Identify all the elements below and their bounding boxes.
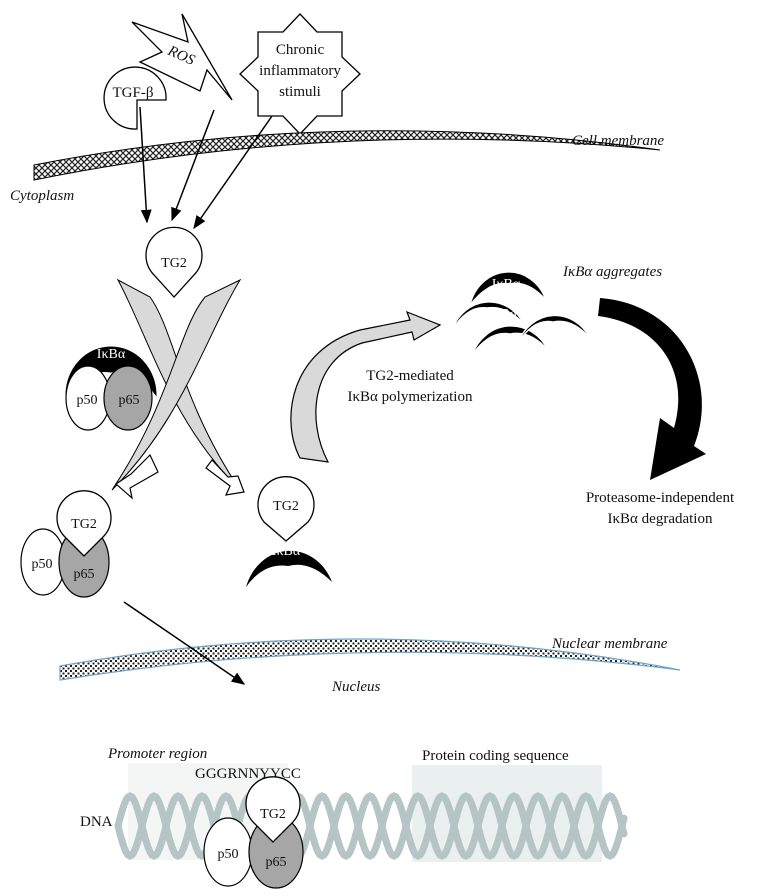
ikba-aggregates-cluster: IκBα IκBα IκBα	[451, 271, 591, 356]
nuclear-membrane-label: Nuclear membrane	[551, 636, 668, 652]
ikba-aggregate-label-3: IκBα	[489, 307, 518, 322]
dna-double-helix	[114, 792, 628, 860]
polymerization-arrow	[290, 310, 442, 463]
degradation-label-line2: IκBα degradation	[608, 511, 713, 527]
p65-subunit	[103, 365, 153, 431]
tgf-beta-label: TGF-β	[113, 85, 154, 101]
dna-label: DNA	[80, 814, 113, 830]
chronic-label-line3: stimuli	[279, 84, 321, 100]
chronic-stimuli-star-icon: Chronic inflammatory stimuli	[239, 13, 361, 135]
ikba-aggregate-label-1: IκBα	[492, 277, 521, 292]
cell-membrane	[33, 130, 661, 181]
polymerization-label-line1: TG2-mediated	[366, 368, 454, 384]
tgf-to-tg2-arrow	[139, 106, 152, 224]
p65-label-dna: p65	[266, 855, 287, 870]
dna-strand	[114, 792, 628, 860]
tg2-central-label: TG2	[161, 256, 187, 271]
tg2-p50-p65-dna-complex: p50 p65 TG2	[203, 776, 304, 889]
tg2-label-2: TG2	[71, 517, 97, 532]
degradation-arrow	[598, 298, 706, 480]
ros-to-tg2-arrow	[171, 109, 215, 222]
tg2-ikba-complex: TG2 IκBα	[246, 476, 332, 587]
polymerization-label-line2: IκBα polymerization	[348, 389, 473, 405]
nuclear-translocation-arrow	[123, 601, 246, 685]
p50-label-dna: p50	[218, 847, 239, 862]
right-gray-curve	[111, 278, 242, 491]
tg2-label-dna: TG2	[260, 807, 286, 822]
ikba-aggregates-label: IκBα aggregates	[562, 264, 662, 280]
chronic-label-line1: Chronic	[276, 42, 325, 58]
arrow-to-tg2-ikba-complex	[205, 459, 245, 496]
degradation-label-line1: Proteasome-independent	[586, 490, 735, 506]
tgf-beta-ligand-icon: TGF-β	[103, 66, 167, 130]
nfkb-ikba-complex: IκBα p50 p65	[65, 346, 157, 431]
dna-strand	[114, 792, 628, 860]
stimuli-to-tg2-arrow	[193, 115, 273, 230]
cytoplasm-label: Cytoplasm	[10, 188, 74, 204]
ikba-aggregate-label-2: IκBα	[530, 295, 559, 310]
arrow-to-tg2-p65-complex	[115, 453, 159, 500]
protein-coding-label: Protein coding sequence	[422, 748, 569, 764]
p50-label: p50	[77, 393, 98, 408]
nuclear-membrane	[59, 638, 681, 681]
p50-label-2: p50	[32, 557, 53, 572]
chronic-label-line2: inflammatory	[259, 63, 341, 79]
nucleus-label: Nucleus	[331, 679, 380, 695]
tg2-label-3: TG2	[273, 499, 299, 514]
promoter-region-label: Promoter region	[107, 746, 207, 762]
ikba-label-complex: IκBα	[97, 347, 126, 362]
tg2-p50-p65-complex: p50 p65 TG2	[20, 490, 112, 598]
tg2-central: TG2	[145, 226, 203, 298]
p65-label: p65	[119, 393, 140, 408]
p65-label-2: p65	[74, 567, 95, 582]
ikba-label-3: IκBα	[272, 544, 301, 559]
ros-lightning-icon: ROS	[131, 13, 233, 101]
cell-membrane-label: Cell membrane	[572, 133, 664, 149]
